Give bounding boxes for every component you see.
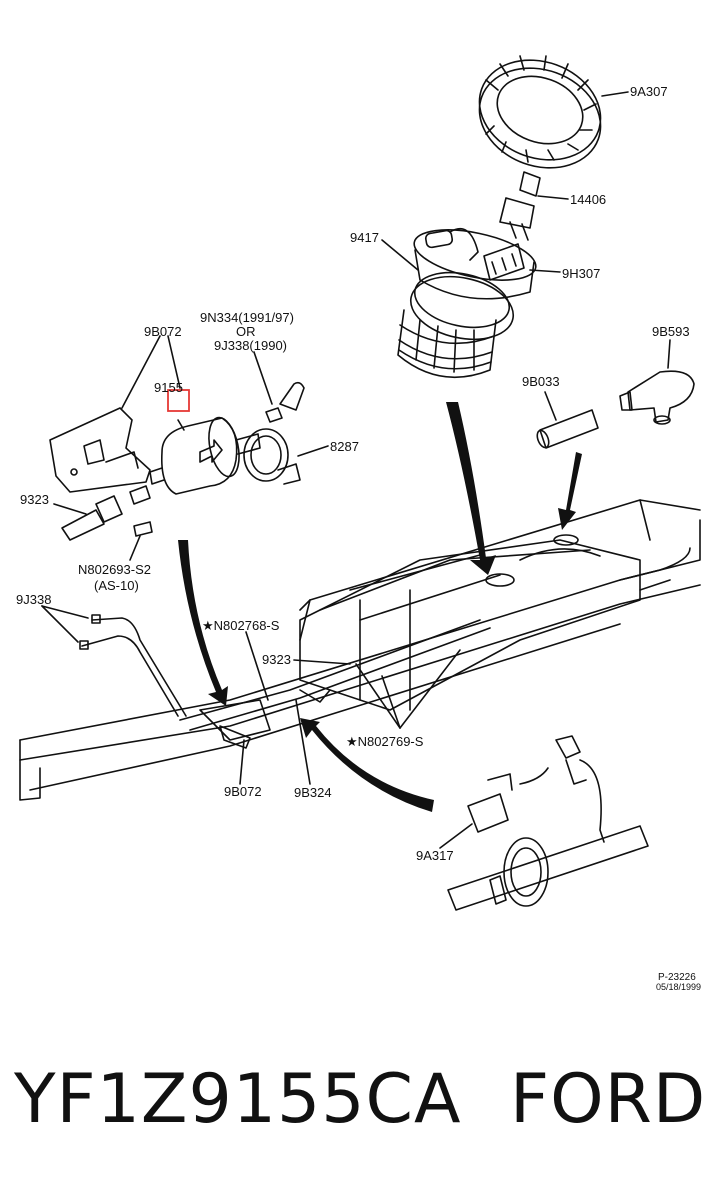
arrow-down-hose	[558, 452, 582, 530]
label-nut-a: ★N802768-S	[202, 618, 280, 633]
label-fitting: 9323	[20, 492, 49, 507]
label-nut-b: ★N802769-S	[346, 734, 424, 749]
label-ring: 9A307	[630, 84, 668, 99]
shaft-part	[447, 825, 649, 911]
label-fitting-b: 9323	[262, 652, 291, 667]
lock-ring-part	[478, 55, 602, 169]
label-line-b: 9B324	[294, 785, 332, 800]
elbow-part	[619, 370, 695, 425]
bolt-part	[129, 485, 153, 537]
part-number: YF1Z9155CA	[14, 1060, 462, 1139]
brand-name: FORD	[510, 1060, 707, 1139]
fuel-filter-part	[149, 416, 261, 495]
arrow-clip	[300, 718, 434, 812]
label-sender: 9417	[350, 230, 379, 245]
fitting-part	[265, 381, 305, 423]
label-clamp: 8287	[330, 439, 359, 454]
fuel-tank	[299, 534, 641, 711]
arrow-filter-down	[178, 540, 228, 706]
fitting-left-part	[61, 495, 123, 541]
label-ref-date: 05/18/1999	[656, 982, 701, 992]
label-filter: 9155	[154, 380, 183, 395]
clamp-part	[243, 428, 301, 485]
label-line-left: 9J338	[16, 592, 51, 607]
label-elbow: 9B593	[652, 324, 690, 339]
footer: YF1Z9155CA FORD	[0, 1060, 720, 1140]
label-ref-no: P-23226	[658, 972, 696, 983]
highlight-box	[167, 389, 190, 412]
label-alt-or: OR	[236, 324, 256, 339]
label-bolt-a-spec: (AS-10)	[94, 578, 139, 593]
clip-part	[467, 735, 605, 843]
label-connector: 14406	[570, 192, 606, 207]
label-alt-2: 9J338(1990)	[214, 338, 287, 353]
tank-lines	[179, 547, 691, 749]
label-clip: 9A317	[416, 848, 454, 863]
arrow-down-tank	[446, 402, 496, 575]
label-alt-1: 9N334(1991/97)	[200, 310, 294, 325]
sender-assembly-part	[397, 227, 537, 379]
label-bolt-a: N802693-S2	[78, 562, 151, 577]
label-bracket: 9B072	[144, 324, 182, 339]
bracket-part	[49, 407, 151, 493]
label-bracket-b: 9B072	[224, 784, 262, 799]
connector-part	[499, 171, 541, 241]
label-hose: 9B033	[522, 374, 560, 389]
label-gasket: 9H307	[562, 266, 600, 281]
fuel-line-part	[79, 614, 187, 717]
hose-part	[536, 409, 599, 449]
